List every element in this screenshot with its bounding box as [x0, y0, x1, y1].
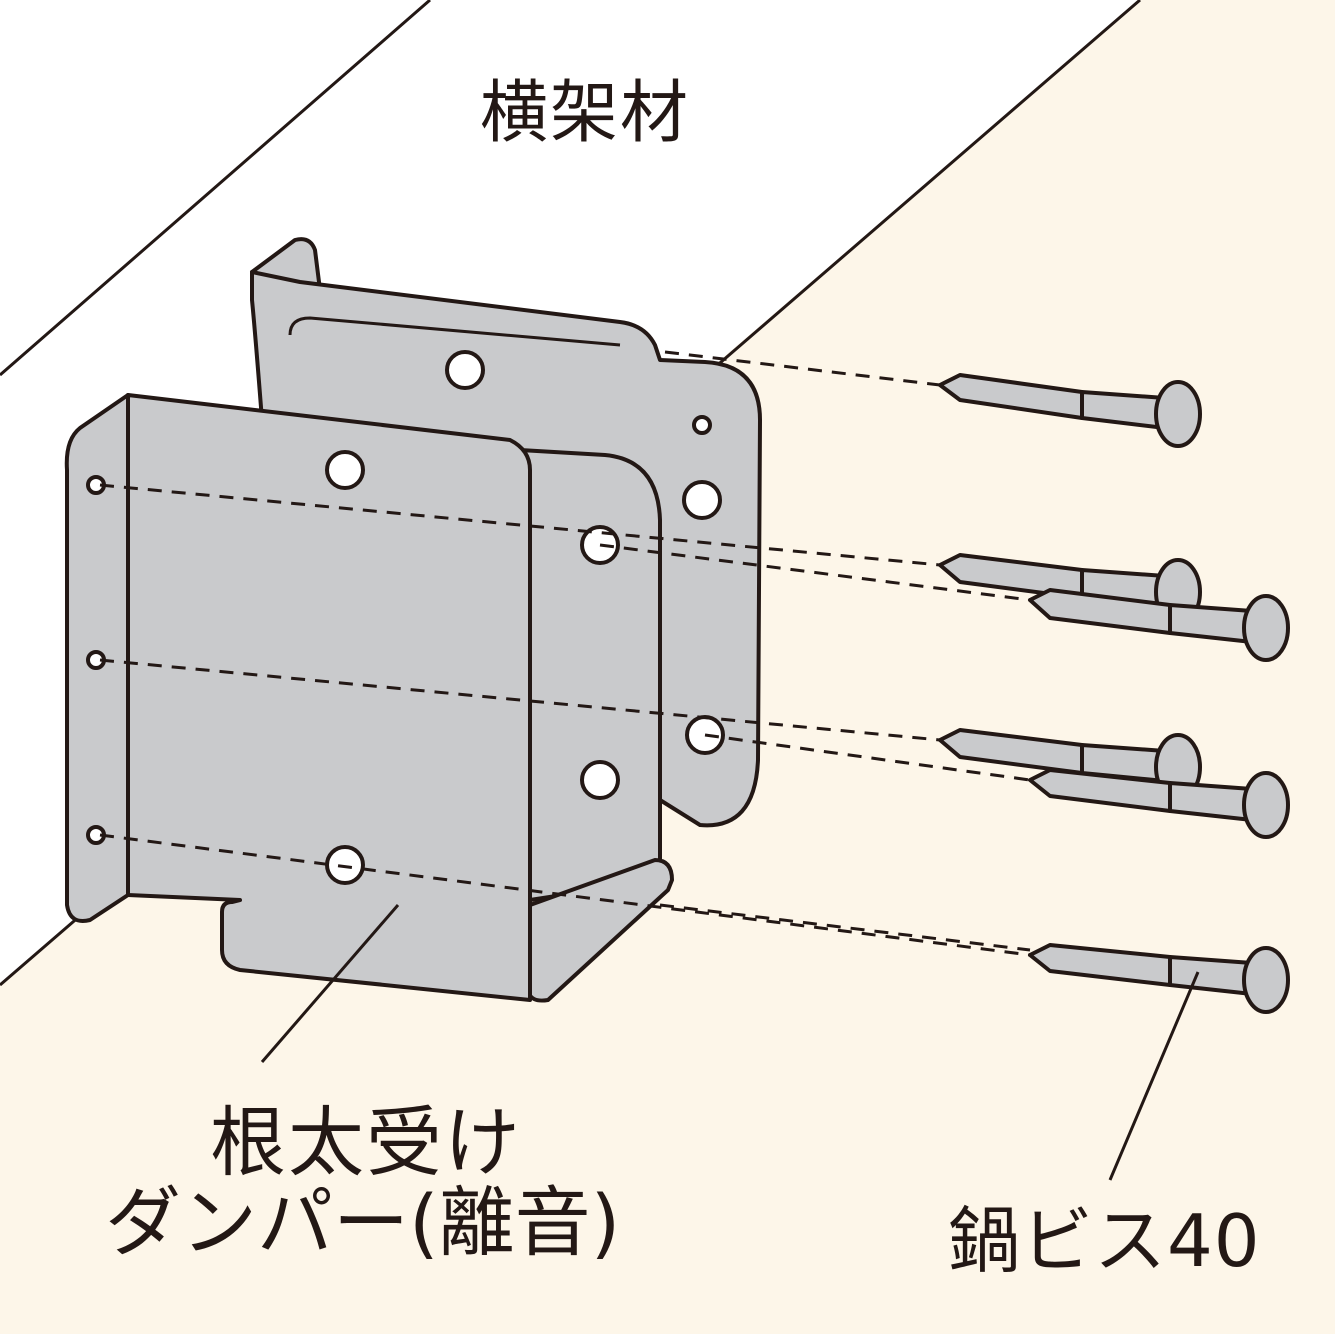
guide-line	[599, 543, 1031, 602]
guide-lines	[99, 350, 1031, 957]
guide-line	[99, 483, 941, 567]
back-bracket-hole	[445, 350, 485, 390]
pan-head-screw	[1028, 588, 1290, 662]
bracket-label-line2: ダンパー(離音)	[105, 1178, 621, 1267]
front-bracket-rear-panel	[518, 448, 662, 902]
front-bracket-hole	[580, 760, 620, 800]
bracket-label-line1: 根太受け	[210, 1098, 522, 1187]
screw-label: 鍋ビス40	[948, 1199, 1261, 1283]
front-bracket-hole	[325, 450, 365, 490]
screws	[938, 373, 1290, 1014]
guide-line	[704, 733, 1031, 782]
pan-head-screw	[938, 373, 1202, 448]
front-bracket-hole	[325, 845, 365, 885]
leader-line-screw	[1108, 971, 1200, 1181]
pan-head-screw	[1028, 943, 1290, 1014]
guide-line	[99, 658, 941, 742]
front-bracket-face	[126, 393, 532, 1002]
leader-line-bracket	[260, 904, 400, 1063]
guide-line	[99, 833, 1031, 957]
back-bracket-inner-edge	[288, 316, 621, 347]
back-bracket-hole	[682, 480, 722, 520]
pan-head-screw	[1028, 768, 1290, 839]
back-bracket-small-hole	[692, 415, 712, 435]
beam-label: 横架材	[480, 74, 691, 153]
beam-back-edge	[0, 0, 431, 377]
